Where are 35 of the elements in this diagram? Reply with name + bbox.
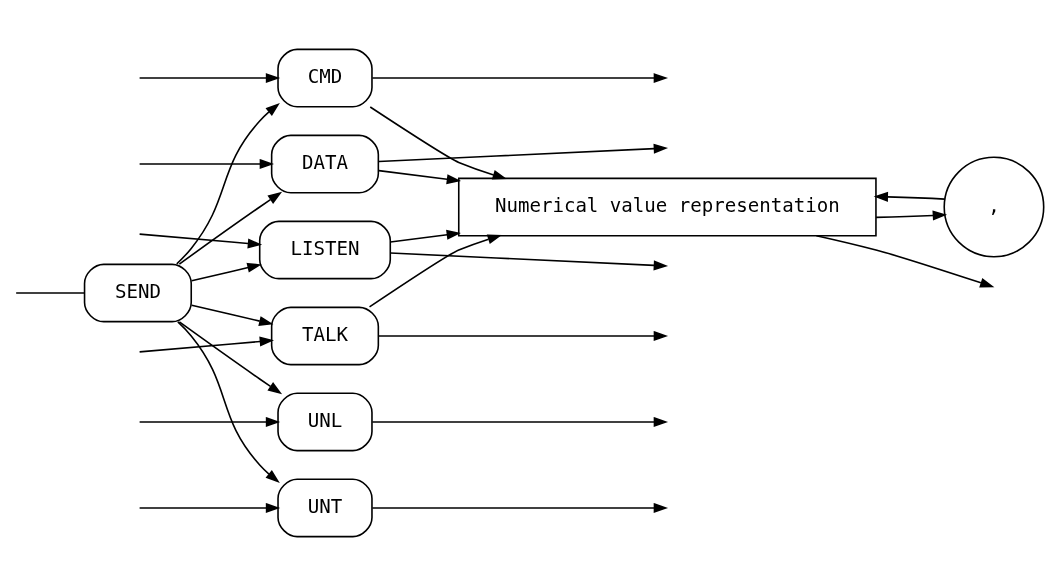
node-box: Numerical value representation (457, 177, 877, 237)
arrow (138, 336, 274, 353)
arrow (371, 502, 669, 513)
arrow (389, 252, 669, 271)
arrow (138, 416, 281, 427)
arrow (178, 191, 283, 265)
node-box: SEND (83, 263, 193, 323)
node-box: DATA (270, 134, 380, 194)
node-circle: , (943, 156, 1045, 258)
arrow (873, 191, 946, 202)
arrow (138, 233, 263, 249)
arrow (378, 143, 669, 163)
arrow (138, 502, 281, 513)
connector (15, 292, 86, 294)
arrow (177, 321, 280, 483)
arrow (190, 262, 262, 282)
arrow (371, 73, 669, 84)
arrow (138, 73, 281, 84)
arrow (378, 169, 462, 185)
arrow (371, 416, 669, 427)
node-box: CMD (277, 48, 373, 108)
arrow (368, 234, 502, 308)
arrow (369, 106, 507, 180)
arrow (138, 159, 274, 170)
arrow (178, 321, 283, 395)
arrow (389, 229, 461, 243)
arrow (175, 103, 280, 265)
node-box: UNL (277, 392, 373, 452)
node-box: TALK (270, 306, 380, 366)
arrow (378, 330, 669, 341)
arrow (815, 234, 995, 288)
arrow (190, 304, 274, 326)
arrow (875, 210, 948, 221)
node-box: LISTEN (258, 220, 392, 280)
node-box: UNT (277, 478, 373, 538)
